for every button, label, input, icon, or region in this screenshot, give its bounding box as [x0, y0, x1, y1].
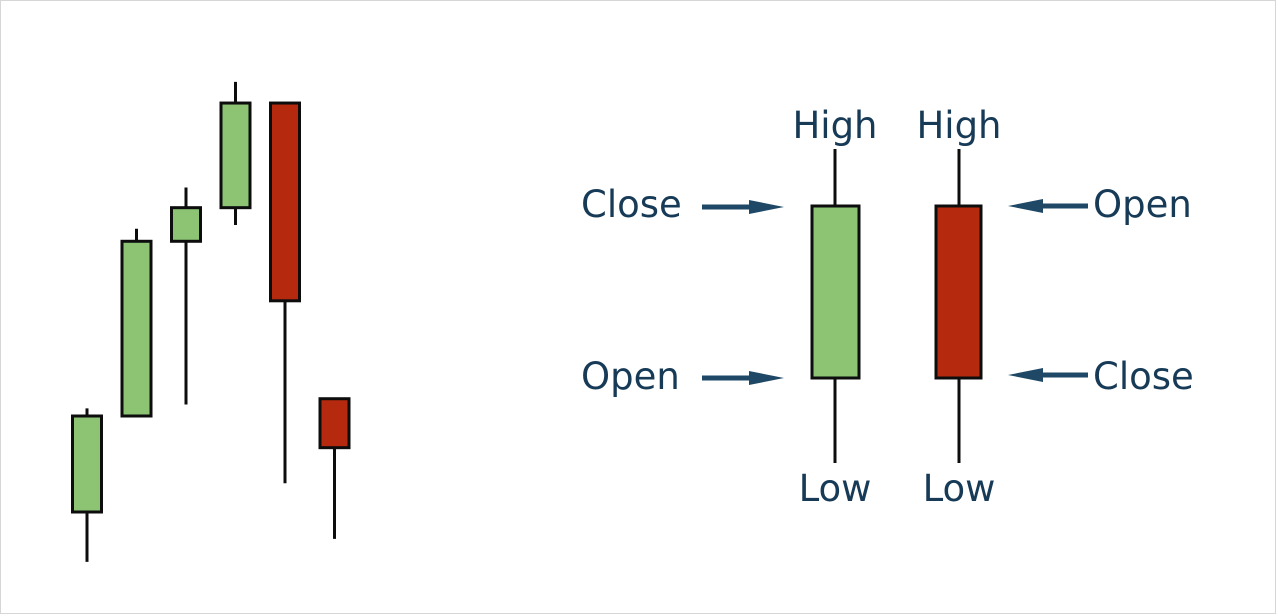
arrow-right-icon: [702, 200, 784, 214]
candle-body-bullish: [71, 414, 103, 514]
arrow-right-icon: [702, 371, 784, 385]
candle-body-bearish: [269, 101, 301, 303]
bearish-body: [934, 204, 983, 380]
candle-body-bearish: [318, 397, 351, 450]
candle-body-bullish: [219, 101, 252, 210]
bearish-low-label: Low: [923, 467, 996, 510]
bearish-high-label: High: [916, 104, 1001, 147]
arrow-left-icon: [1008, 199, 1088, 213]
arrow-left-icon: [1008, 368, 1088, 382]
candlestick-chart: [71, 81, 351, 562]
legend-bearish-candle: [934, 149, 983, 463]
candle-body-bullish: [120, 239, 153, 418]
bearish-open-label: Open: [1093, 183, 1192, 226]
bullish-high-label: High: [792, 104, 877, 147]
bullish-open-label: Open: [581, 355, 680, 398]
bullish-low-label: Low: [799, 467, 872, 510]
bullish-close-label: Close: [581, 183, 682, 226]
legend-bullish-candle: [810, 149, 861, 463]
candle-body-bullish: [170, 206, 202, 243]
bullish-body: [810, 204, 861, 380]
bearish-close-label: Close: [1093, 355, 1194, 398]
